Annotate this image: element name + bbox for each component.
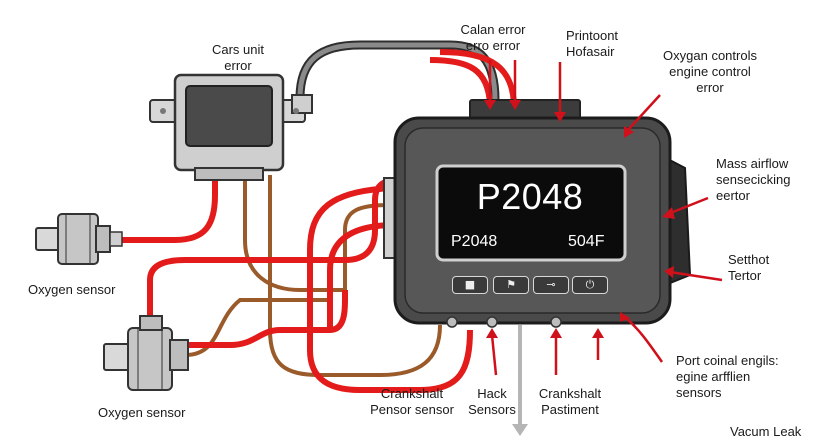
brown-wire [184, 298, 330, 357]
label-line: Setthot [728, 252, 770, 267]
label-line: Hofasair [566, 44, 615, 59]
label-line: error [696, 80, 724, 95]
label-line: Sensors [468, 402, 516, 417]
label-setthot: Setthot Tertor [728, 252, 769, 284]
error-unit-window [185, 85, 273, 147]
label-line: eertor [716, 188, 750, 203]
ecu-screen [435, 164, 627, 262]
label-hack-sensors: Hack Sensors [460, 386, 524, 418]
label-calan: Calan error erro error [448, 22, 538, 54]
label-line: Port coinal engils: [676, 353, 779, 368]
label-line: Crankshalt [380, 386, 444, 401]
red-wire [429, 57, 493, 105]
label-line: sensecicking [716, 172, 791, 187]
ecu-right-code: 504F [568, 233, 605, 250]
label-line: egine arfflien [676, 369, 751, 384]
red-wire [147, 177, 396, 320]
red-wire [185, 290, 348, 348]
label-line: sensors [676, 385, 722, 400]
screw [160, 108, 166, 114]
screw [293, 108, 299, 114]
label-line: error [224, 58, 252, 73]
pointer-arrows [488, 60, 723, 376]
label-line: Printoont [566, 28, 619, 43]
key-icon: ⊸ [546, 278, 556, 291]
stop-button[interactable]: ■ [452, 276, 488, 294]
error-unit-base [194, 167, 264, 181]
label-line: Crankshalt [538, 386, 602, 401]
label-line: Calan error [460, 22, 526, 37]
label-line: Mass airflow [716, 156, 789, 171]
label-line: Oxygan controls [663, 48, 757, 63]
label-line: Pastiment [541, 402, 599, 417]
label-crankshalt-pastiment: Crankshalt Pastiment [524, 386, 616, 418]
label-printoont: Printoont Hofasair [566, 28, 618, 60]
label-vacum-leak: Vacum Leak [730, 424, 802, 439]
power-icon: ⏻ [585, 278, 595, 291]
label-crankshalt-pensor: Crankshalt Pensor sensor [362, 386, 462, 418]
ecu-foot [486, 316, 498, 328]
ecu-main-code: P2048 [476, 176, 584, 217]
red-wire [327, 222, 396, 330]
label-line: Cars unit [211, 42, 265, 57]
ecu-foot [550, 316, 562, 328]
vacuum-arrow-head [512, 424, 528, 436]
label-oxygan-controls: Oxygan controls engine control error [652, 48, 768, 96]
ecu-left-code: P2048 [451, 233, 498, 250]
label-line: Pensor sensor [370, 402, 454, 417]
label-mass-airflow: Mass airflow sensecicking eertor [716, 156, 790, 204]
label-line: engine control [669, 64, 751, 79]
flag-button[interactable]: ⚑ [493, 276, 529, 294]
square-stop-icon: ■ [464, 278, 476, 291]
label-oxygen-sensor-top: Oxygen sensor [28, 282, 116, 297]
flag-icon: ⚑ [506, 278, 516, 291]
red-wire [120, 175, 218, 243]
label-oxygen-sensor-bottom: Oxygen sensor [98, 405, 186, 420]
oxygen-sensor-bottom [103, 315, 189, 391]
label-line: Tertor [728, 268, 762, 283]
label-cars-unit: Cars unit error [190, 42, 286, 74]
red-wire [439, 49, 517, 105]
oxygen-sensor-top [35, 213, 123, 265]
label-line: Hack [477, 386, 507, 401]
power-button[interactable]: ⏻ [572, 276, 608, 294]
pointer-arrow-heads [484, 100, 675, 338]
label-line: erro error [465, 38, 521, 53]
key-button[interactable]: ⊸ [533, 276, 569, 294]
ecu-foot [446, 316, 458, 328]
red-wire [307, 185, 473, 393]
label-port-coinal: Port coinal engils: egine arfflien senso… [676, 353, 779, 401]
